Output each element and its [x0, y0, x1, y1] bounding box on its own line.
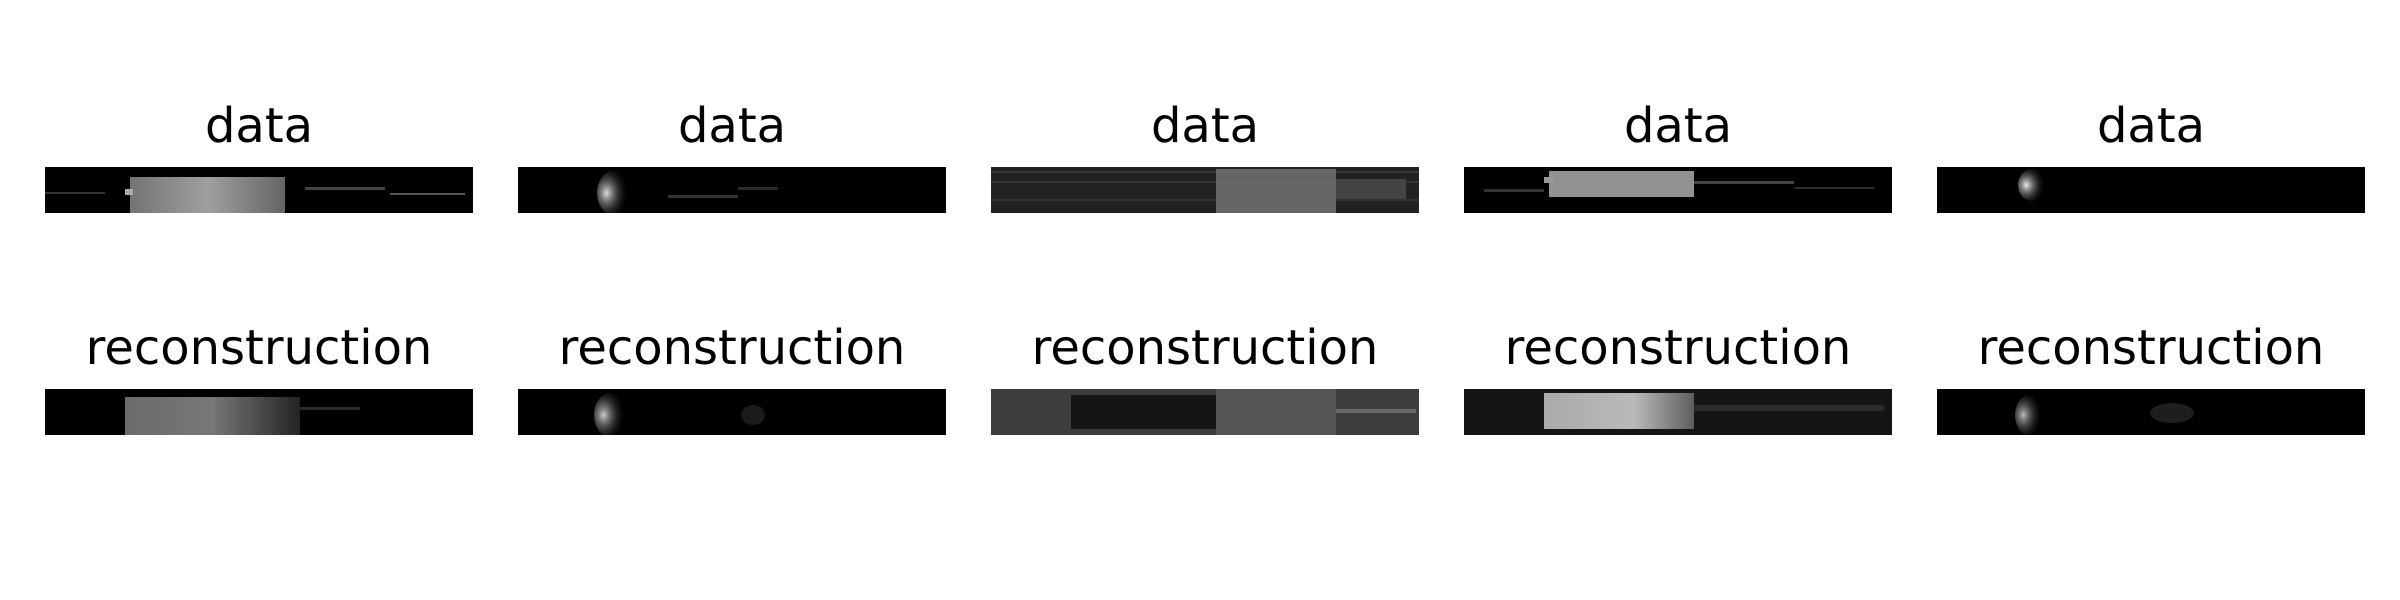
panel-title: data — [204, 98, 314, 154]
spectrogram-image — [991, 167, 1419, 213]
panel-title: reconstruction — [1504, 320, 1852, 376]
spectrogram-image — [1464, 167, 1892, 213]
spectrogram-image — [1937, 389, 2365, 435]
spectrogram-image — [518, 389, 946, 435]
spectrogram-image — [45, 389, 473, 435]
panel-title: reconstruction — [1977, 320, 2325, 376]
spectrogram-image — [991, 389, 1419, 435]
spectrogram-image — [45, 167, 473, 213]
spectrogram-image — [1464, 389, 1892, 435]
panel-title: reconstruction — [85, 320, 433, 376]
panel-title: data — [1623, 98, 1733, 154]
panel-title: reconstruction — [558, 320, 906, 376]
panel-title: data — [1150, 98, 1260, 154]
panel-title: data — [677, 98, 787, 154]
spectrogram-image — [518, 167, 946, 213]
spectrogram-image — [1937, 167, 2365, 213]
panel-title: data — [2096, 98, 2206, 154]
panel-title: reconstruction — [1031, 320, 1379, 376]
